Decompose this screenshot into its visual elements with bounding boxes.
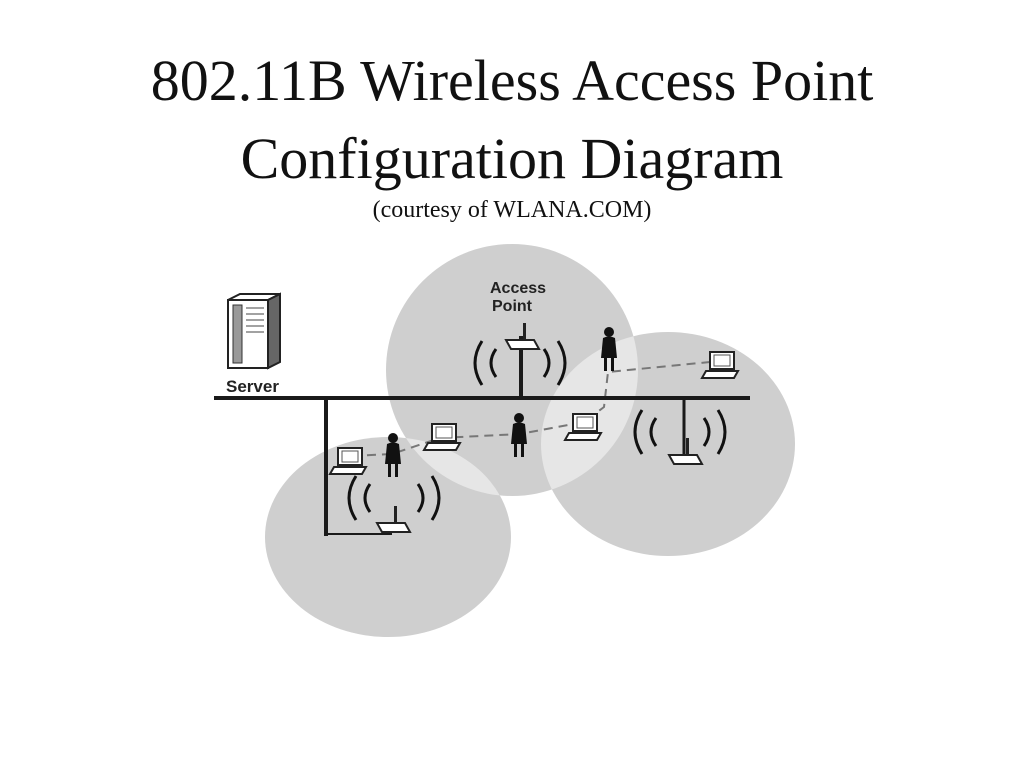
slide-title-line1: 802.11B Wireless Access Point [150,48,874,113]
roaming-path [351,361,711,457]
slide-subtitle: (courtesy of WLANA.COM) [372,197,652,223]
access-point-label-line1: Access [490,280,546,297]
server-label: Server [226,377,279,396]
server-icon [227,292,281,370]
access-point-label-line2: Point [492,298,533,315]
slide-title-line2: Configuration Diagram [240,126,784,191]
